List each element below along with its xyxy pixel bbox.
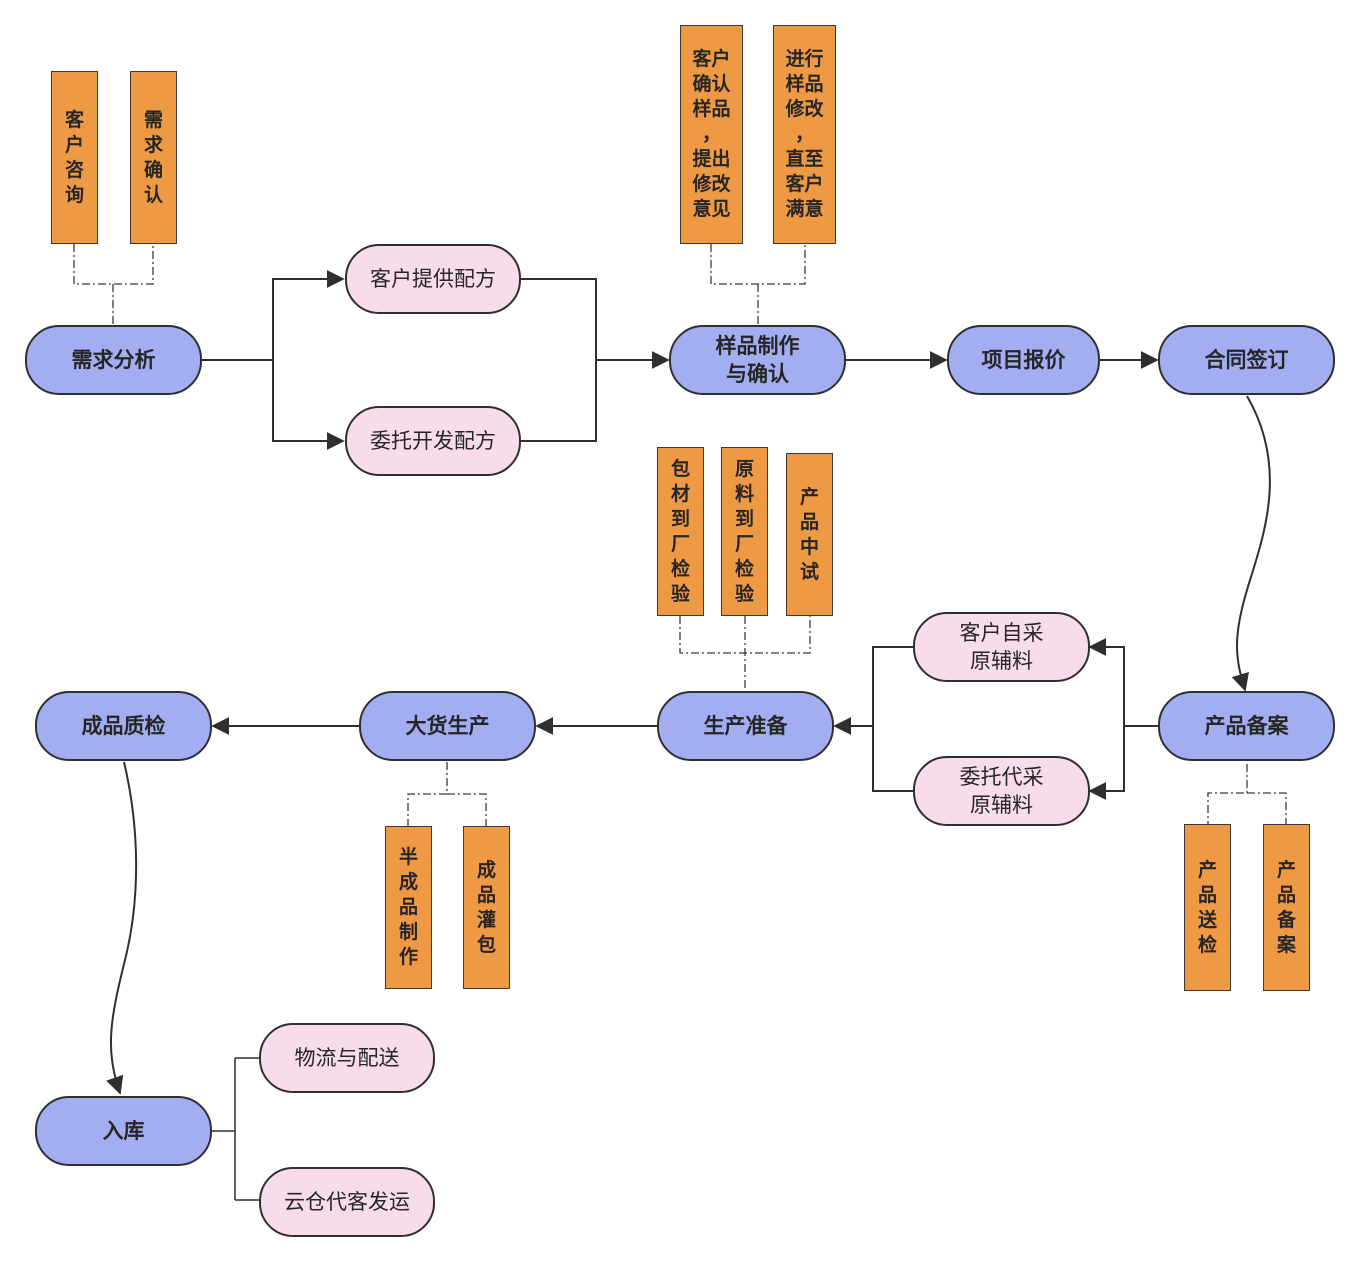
step-label: 需求分析 [71, 348, 156, 372]
note-label: 成 品 灌 包 [476, 858, 496, 956]
note-customer-feedback[interactable]: 客户 确认 样品 ， 提出 修改 意见 [680, 25, 743, 244]
option-label: 云仓代客发运 [284, 1190, 410, 1214]
option-customer-formula[interactable]: 客户提供配方 [345, 244, 521, 314]
step-label: 入库 [102, 1119, 145, 1143]
step-label: 成品质检 [81, 714, 166, 738]
note-link-prep [679, 616, 811, 690]
note-label: 原 料 到 厂 检 验 [734, 457, 754, 605]
step-mass-production[interactable]: 大货生产 [359, 691, 536, 761]
note-label: 客 户 咨 询 [64, 108, 84, 206]
option-label: 客户提供配方 [370, 267, 496, 291]
note-semi-product[interactable]: 半 成 品 制 作 [385, 826, 432, 989]
note-label: 产 品 中 试 [799, 485, 819, 583]
edge-entrusted-formula-merge [521, 360, 597, 442]
edge-qc-to-warehouse [106, 761, 138, 1095]
note-link-demand [73, 244, 154, 325]
note-label: 需 求 确 认 [143, 108, 163, 206]
step-label: 合同签订 [1204, 348, 1289, 372]
step-label: 大货生产 [405, 714, 490, 738]
note-material-check[interactable]: 原 料 到 厂 检 验 [721, 447, 768, 616]
note-label: 产 品 备 案 [1276, 858, 1296, 956]
note-product-inspection[interactable]: 产 品 送 检 [1184, 824, 1231, 991]
step-quotation[interactable]: 项目报价 [947, 325, 1100, 395]
edge-entrusted-purchase-merge [872, 726, 913, 792]
note-pilot-test[interactable]: 产 品 中 试 [786, 453, 833, 616]
note-customer-consult[interactable]: 客 户 咨 询 [51, 71, 98, 244]
note-label: 产 品 送 检 [1197, 858, 1217, 956]
step-label: 产品备案 [1204, 714, 1289, 738]
edge-to-entrusted-formula [272, 360, 345, 450]
edge-to-customer-formula [272, 270, 345, 360]
option-label: 委托代采 原辅料 [959, 765, 1044, 817]
edge-contract-to-filing [1231, 395, 1271, 692]
option-customer-purchase[interactable]: 客户自采 原辅料 [913, 612, 1090, 682]
note-label: 半 成 品 制 作 [398, 846, 418, 968]
note-link-filing [1207, 764, 1287, 824]
step-production-prep[interactable]: 生产准备 [657, 691, 834, 761]
step-demand-analysis[interactable]: 需求分析 [25, 325, 202, 395]
option-logistics[interactable]: 物流与配送 [259, 1023, 435, 1093]
edge-customer-purchase-merge [872, 646, 913, 726]
option-label: 物流与配送 [294, 1046, 400, 1070]
step-label: 项目报价 [981, 348, 1066, 372]
step-warehousing[interactable]: 入库 [35, 1096, 212, 1166]
note-sample-revise[interactable]: 进行 样品 修改 ， 直至 客户 满意 [773, 25, 836, 244]
note-link-sample [710, 244, 806, 325]
edge-to-entrusted-purchase [1088, 726, 1125, 800]
option-cloud-warehouse[interactable]: 云仓代客发运 [259, 1167, 435, 1237]
edge-to-customer-purchase [1088, 638, 1125, 726]
step-label: 样品制作 与确认 [715, 334, 800, 386]
option-entrusted-purchase[interactable]: 委托代采 原辅料 [913, 756, 1090, 826]
note-product-record[interactable]: 产 品 备 案 [1263, 824, 1310, 991]
note-label: 包 材 到 厂 检 验 [670, 457, 690, 605]
note-label: 进行 样品 修改 ， 直至 客户 满意 [785, 48, 824, 220]
option-label: 委托开发配方 [370, 429, 496, 453]
option-entrusted-formula[interactable]: 委托开发配方 [345, 406, 521, 476]
step-label: 生产准备 [703, 714, 788, 738]
note-demand-confirm[interactable]: 需 求 确 认 [130, 71, 177, 244]
option-label: 客户自采 原辅料 [959, 621, 1044, 673]
step-contract[interactable]: 合同签订 [1158, 325, 1335, 395]
note-label: 客户 确认 样品 ， 提出 修改 意见 [692, 48, 731, 220]
edge-customer-formula-merge [521, 278, 597, 360]
note-link-mass [407, 762, 487, 826]
step-sample-making[interactable]: 样品制作 与确认 [669, 325, 846, 395]
note-filling-packing[interactable]: 成 品 灌 包 [463, 826, 510, 989]
step-finished-qc[interactable]: 成品质检 [35, 691, 212, 761]
edge-warehouse-to-options [212, 1057, 259, 1201]
step-product-filing[interactable]: 产品备案 [1158, 691, 1335, 761]
note-packaging-check[interactable]: 包 材 到 厂 检 验 [657, 447, 704, 616]
